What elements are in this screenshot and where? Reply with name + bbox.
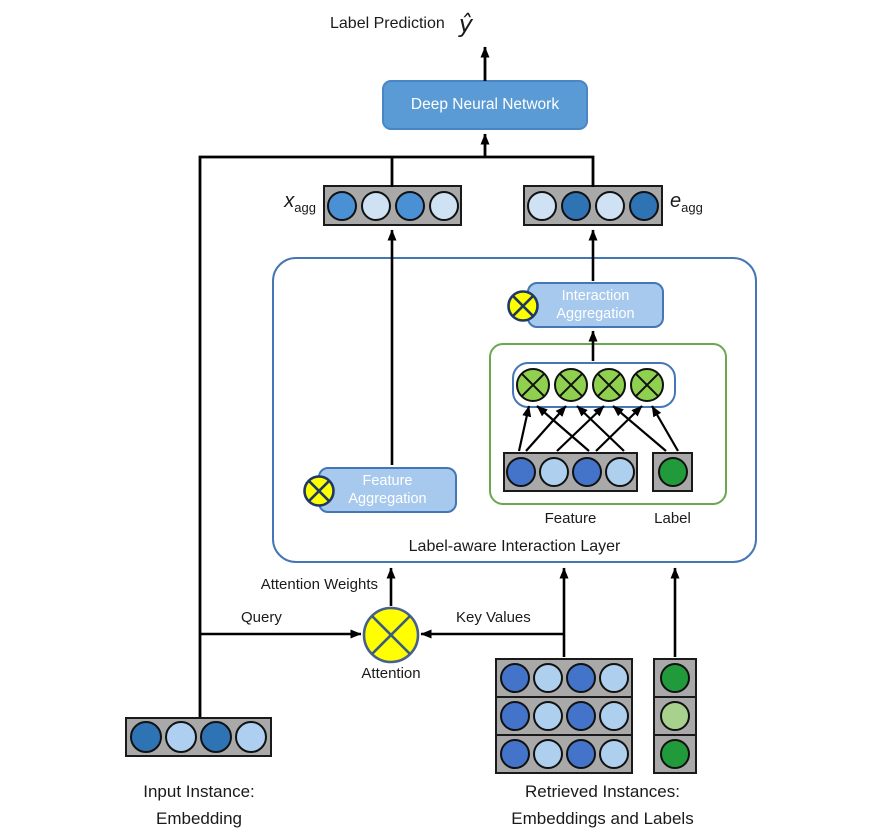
dnn-label: Deep Neural Network bbox=[410, 96, 560, 113]
embedding-cell bbox=[499, 739, 530, 769]
feature-caption: Feature bbox=[544, 510, 597, 527]
retrieved-label-cell-1 bbox=[653, 658, 697, 698]
interaction-aggregation-label-line1: Interaction bbox=[561, 287, 630, 304]
embedding-cell bbox=[200, 721, 232, 753]
interaction-otimes-row bbox=[516, 368, 664, 402]
embedding-cell bbox=[527, 190, 557, 221]
attention-caption: Attention bbox=[361, 665, 421, 682]
input-instance-caption-line1: Input Instance: bbox=[143, 782, 255, 801]
attention-weights-label: Attention Weights bbox=[260, 576, 378, 593]
embedding-cell bbox=[394, 190, 425, 221]
embedding-cell bbox=[360, 190, 391, 221]
label-prediction-text: Label Prediction bbox=[330, 15, 445, 32]
embedding-cell bbox=[130, 721, 162, 753]
y-hat-symbol: ŷ bbox=[458, 10, 473, 38]
embedding-cell bbox=[532, 701, 563, 731]
otimes-icon bbox=[507, 290, 539, 322]
label-aware-interaction-layer-title: Label-aware Interaction Layer bbox=[408, 538, 621, 555]
embedding-cell bbox=[595, 190, 625, 221]
retrieved-caption-line2: Embeddings and Labels bbox=[511, 809, 694, 828]
deep-neural-network-box: Deep Neural Network bbox=[382, 80, 588, 130]
green-otimes-icon bbox=[554, 368, 588, 402]
embedding-cell bbox=[165, 721, 197, 753]
green-otimes-icon bbox=[592, 368, 626, 402]
label-caption: Label bbox=[654, 510, 691, 527]
embedding-cell bbox=[572, 457, 602, 487]
feature-aggregation-label-line1: Feature bbox=[362, 472, 413, 489]
embedding-cell bbox=[561, 190, 591, 221]
embedding-cell bbox=[660, 739, 690, 769]
embedding-cell bbox=[660, 701, 690, 731]
retrieved-label-cell-3 bbox=[653, 734, 697, 774]
label-prediction-group: Label Prediction ŷ bbox=[330, 6, 473, 42]
retrieved-row bbox=[495, 696, 633, 736]
embedding-cell bbox=[598, 739, 629, 769]
otimes-icon bbox=[303, 475, 335, 507]
embedding-cell bbox=[605, 457, 635, 487]
embedding-cell bbox=[532, 739, 563, 769]
input-instance-vector bbox=[125, 717, 272, 757]
feature-aggregation-box: Feature Aggregation bbox=[303, 467, 457, 513]
e-agg-vector bbox=[523, 185, 663, 226]
e-agg-label: eagg bbox=[670, 190, 703, 215]
embedding-cell bbox=[660, 663, 690, 693]
embedding-cell bbox=[506, 457, 536, 487]
attention-otimes-icon bbox=[362, 606, 420, 664]
embedding-cell bbox=[565, 701, 596, 731]
embedding-cell bbox=[532, 663, 563, 693]
green-otimes-icon bbox=[516, 368, 550, 402]
key-values-label: Key Values bbox=[456, 609, 531, 626]
interaction-aggregation-label-line2: Aggregation bbox=[556, 306, 635, 322]
interaction-products-box bbox=[512, 362, 676, 408]
interaction-aggregation-box: Interaction Aggregation bbox=[507, 282, 664, 328]
embedding-cell bbox=[539, 457, 569, 487]
x-agg-vector bbox=[323, 185, 462, 226]
embedding-cell bbox=[598, 663, 629, 693]
embedding-cell bbox=[657, 457, 688, 487]
green-otimes-icon bbox=[630, 368, 664, 402]
embedding-cell bbox=[428, 190, 459, 221]
x-agg-label: xagg bbox=[284, 190, 316, 215]
query-label: Query bbox=[241, 609, 282, 626]
embedding-cell bbox=[565, 663, 596, 693]
retrieved-feature-vector bbox=[503, 452, 638, 492]
embedding-cell bbox=[499, 701, 530, 731]
retrieved-label-cell-2 bbox=[653, 696, 697, 736]
embedding-cell bbox=[598, 701, 629, 731]
embedding-cell bbox=[326, 190, 357, 221]
embedding-cell bbox=[629, 190, 659, 221]
retrieved-caption-line1: Retrieved Instances: bbox=[525, 782, 680, 801]
embedding-cell bbox=[499, 663, 530, 693]
embedding-cell bbox=[235, 721, 267, 753]
retrieved-label-cell bbox=[652, 452, 693, 492]
retrieved-row bbox=[495, 734, 633, 774]
embedding-cell bbox=[565, 739, 596, 769]
input-instance-caption-line2: Embedding bbox=[155, 809, 242, 828]
retrieved-row bbox=[495, 658, 633, 698]
feature-aggregation-label-line2: Aggregation bbox=[348, 491, 427, 507]
